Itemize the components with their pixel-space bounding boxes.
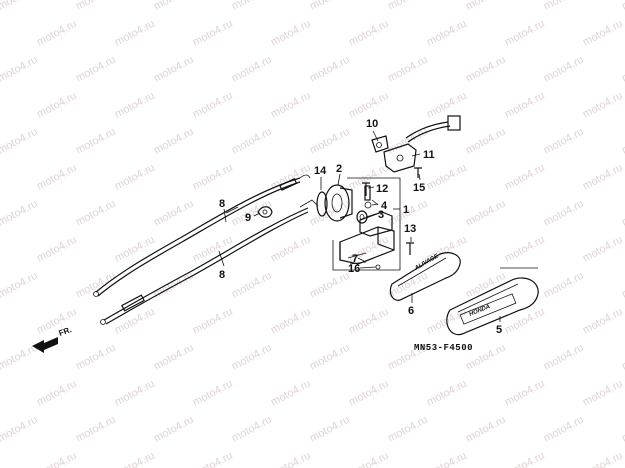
kill-switch-assembly [371, 115, 461, 173]
callout-2: 2 [336, 163, 342, 175]
callout-7: 7 [352, 253, 358, 265]
callout-15: 15 [413, 182, 425, 194]
callout-labels: 1 2 3 4 5 6 7 8 8 9 10 11 12 13 14 15 16 [219, 118, 502, 336]
callout-16: 16 [348, 263, 360, 275]
callout-4: 4 [381, 200, 388, 212]
callout-11: 11 [423, 149, 435, 161]
grip-right: HONDA [446, 267, 539, 336]
callout-9: 9 [245, 212, 251, 224]
callout-leaders [218, 130, 501, 322]
callout-3: 3 [378, 209, 384, 221]
callout-8-lower: 8 [219, 269, 225, 281]
callout-10: 10 [366, 118, 378, 130]
grip-left: ALIVAGE [389, 252, 461, 301]
callout-12: 12 [376, 183, 388, 195]
diagram-code: MN53-F4500 [414, 343, 473, 353]
watermark-text: moto4.ru [620, 0, 625, 13]
pulley-assembly [316, 184, 353, 222]
callout-1: 1 [403, 204, 409, 216]
grip-right-label: HONDA [469, 304, 492, 318]
front-direction-label: FR. [58, 325, 73, 338]
front-direction-indicator: FR. [32, 325, 73, 353]
callout-14: 14 [314, 165, 327, 177]
cable-clip [257, 206, 273, 218]
throttle-cable-upper [93, 174, 311, 297]
callout-5: 5 [496, 324, 502, 336]
throttle-cable-lower [100, 199, 319, 325]
callout-8-upper: 8 [219, 198, 225, 210]
callout-13: 13 [404, 223, 416, 235]
callout-6: 6 [408, 305, 414, 317]
throttle-housing-group [332, 177, 401, 271]
